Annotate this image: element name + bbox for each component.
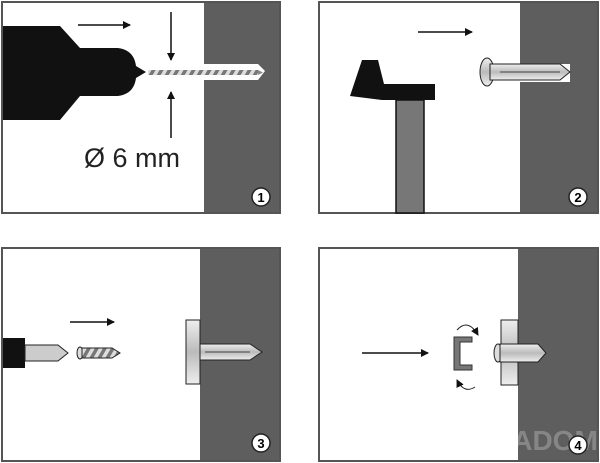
- screw: [76, 346, 121, 360]
- step-number: 2: [574, 190, 581, 205]
- drill-bit: [148, 70, 258, 75]
- hammer-head-icon: [350, 60, 435, 100]
- wall: [520, 3, 597, 212]
- screwdriver-handle: [3, 338, 25, 368]
- screw: [493, 343, 547, 363]
- drill-diameter-label: Ø 6 mm: [84, 143, 180, 173]
- wall-plug: [479, 57, 571, 87]
- screwdriver-tip-icon: [24, 344, 69, 362]
- step-number: 4: [574, 438, 582, 453]
- step-number: 1: [257, 190, 264, 205]
- rotate-arrow-icon: [456, 379, 476, 390]
- step-number: 3: [257, 436, 264, 451]
- clip-bracket: [453, 336, 473, 371]
- wall: [204, 3, 279, 212]
- step-1-panel: Ø 6 mm 1: [1, 1, 281, 214]
- rotate-arrow-icon: [456, 324, 479, 336]
- plug-collar: [185, 319, 201, 385]
- step-2-panel: 2: [318, 1, 599, 214]
- step-4-panel: AQUADOM 4: [318, 247, 599, 462]
- hammer-handle: [395, 99, 425, 214]
- step-3-panel: 3: [1, 247, 281, 462]
- drill-icon: [3, 26, 146, 120]
